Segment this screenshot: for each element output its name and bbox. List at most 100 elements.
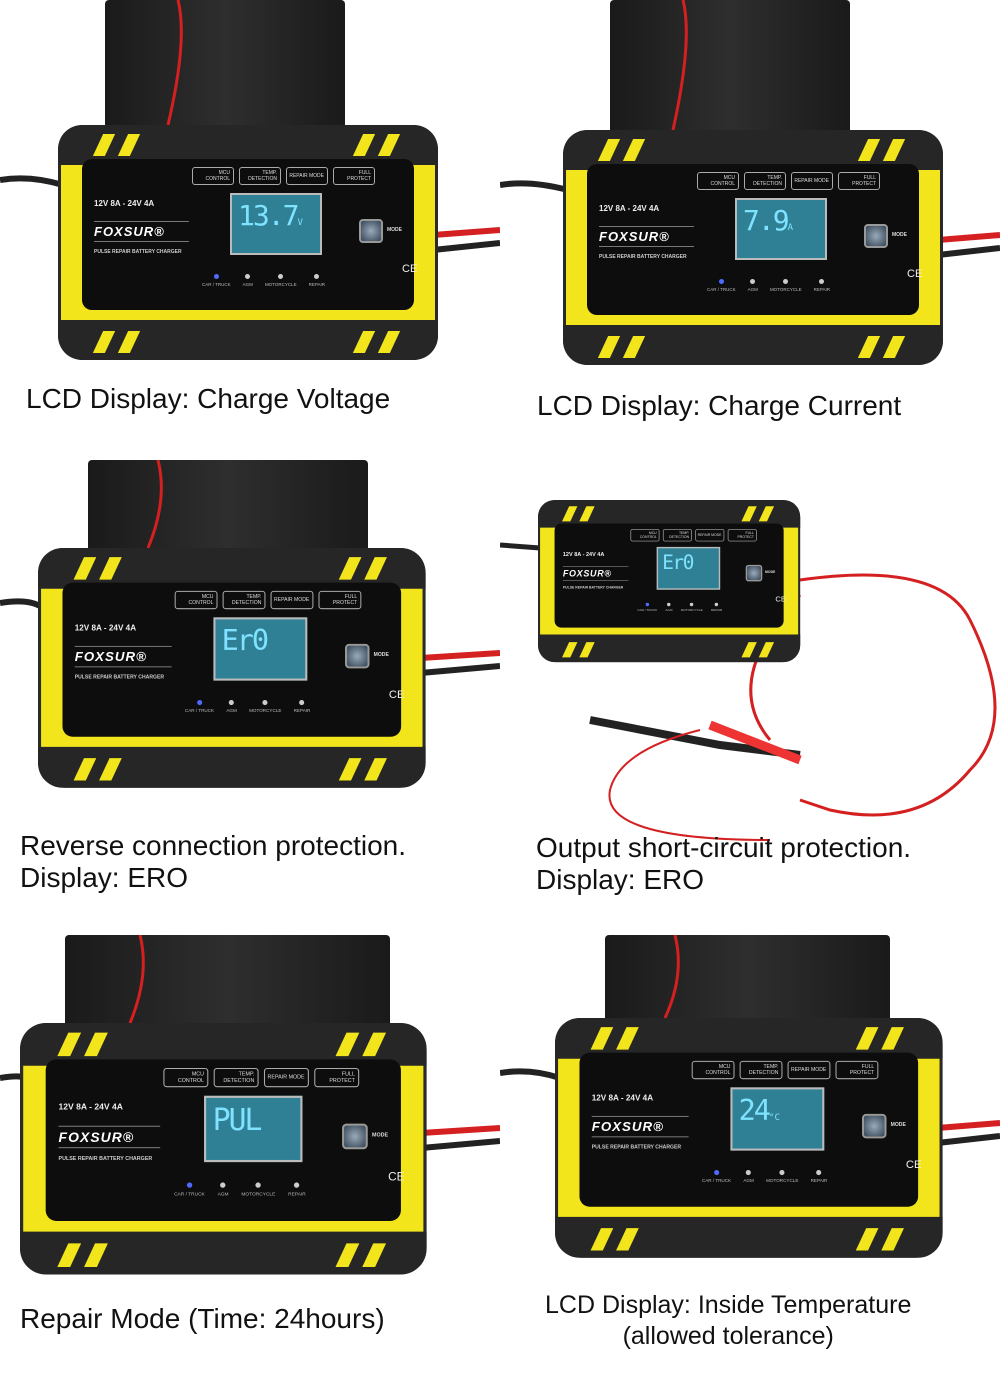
lcd-reading: 24 [738, 1093, 771, 1128]
mode-indicator: AGM [243, 274, 253, 287]
led-icon [667, 602, 671, 607]
mode-indicator-label: MOTORCYCLE [680, 608, 703, 612]
lcd-display: Er0 [656, 546, 721, 590]
caption-line: LCD Display: Charge Voltage [26, 383, 391, 414]
mode-button[interactable] [862, 1113, 887, 1139]
cable-wires [500, 935, 1000, 1146]
lcd-display: 13.7V [230, 193, 322, 255]
mode-button[interactable] [864, 224, 888, 248]
mode-button[interactable] [345, 643, 370, 669]
battery-image [88, 460, 368, 555]
lcd-reading: PUL [212, 1102, 263, 1138]
lcd-unit: A [787, 223, 793, 233]
mode-indicator-label: CAR / TRUCK [707, 287, 736, 292]
mode-label: MODE [892, 232, 907, 238]
feature-badge: MCU CONTROL [174, 590, 218, 610]
caption-line: Output short-circuit protection. [536, 832, 912, 863]
feature-badge: REPAIR MODE [270, 590, 314, 610]
mode-indicator-label: CAR / TRUCK [701, 1178, 732, 1184]
led-icon [213, 274, 219, 279]
mode-indicator: AGM [218, 1182, 229, 1196]
product-subtitle: PULSE REPAIR BATTERY CHARGER [591, 1144, 682, 1151]
led-icon [779, 1169, 785, 1176]
caption-line: LCD Display: Inside Temperature [545, 1291, 912, 1319]
product-subtitle: PULSE REPAIR BATTERY CHARGER [599, 254, 687, 260]
product-subtitle: PULSE REPAIR BATTERY CHARGER [74, 674, 165, 681]
product-subtitle: PULSE REPAIR BATTERY CHARGER [94, 249, 182, 255]
feature-badge: FULL PROTECT [838, 172, 880, 190]
brand-logo: FOXSUR® [599, 226, 694, 247]
led-icon [819, 279, 825, 284]
feature-badge: TEMP. DETECTION [744, 172, 786, 190]
feature-badge: REPAIR MODE [695, 528, 725, 542]
led-icon [196, 699, 203, 706]
mode-indicator-label: MOTORCYCLE [264, 282, 297, 287]
mode-indicator: REPAIR [814, 279, 830, 292]
mode-indicator-label: CAR / TRUCK [202, 282, 231, 287]
feature-badge: REPAIR MODE [791, 172, 833, 190]
mode-indicator: REPAIR [309, 274, 325, 287]
feature-badge: TEMP. DETECTION [739, 1060, 783, 1080]
mode-indicator: MOTORCYCLE [770, 279, 802, 292]
mode-indicator: AGM [748, 279, 758, 292]
caption-line: Reverse connection protection. [20, 830, 406, 861]
mode-button[interactable] [342, 1123, 368, 1150]
caption-line: LCD Display: Charge Current [537, 390, 902, 421]
mode-indicator-label: REPAIR [710, 608, 723, 612]
mode-indicator: MOTORCYCLE [680, 602, 703, 612]
mode-indicator: CAR / TRUCK [202, 274, 231, 287]
mode-indicator-label: AGM [242, 282, 253, 287]
ce-mark: CE [907, 268, 923, 280]
mode-indicator: REPAIR [288, 1182, 306, 1196]
caption: LCD Display: Inside Temperature(allowed … [545, 1290, 911, 1352]
mode-button[interactable] [745, 564, 763, 582]
mode-indicator-label: MOTORCYCLE [241, 1190, 276, 1197]
led-icon [245, 274, 251, 279]
spec-label: 12V 8A - 24V 4A [599, 204, 660, 213]
mode-indicator: REPAIR [710, 602, 723, 612]
battery-image [605, 935, 890, 1030]
brand-logo: FOXSUR® [58, 1125, 161, 1149]
caption: LCD Display: Charge Current [537, 390, 901, 422]
led-icon [750, 279, 756, 284]
brand-logo: FOXSUR® [94, 221, 189, 242]
brand-logo: FOXSUR® [591, 1115, 689, 1138]
lcd-reading: Er0 [662, 551, 694, 574]
led-icon [278, 274, 284, 279]
feature-badge: REPAIR MODE [787, 1060, 831, 1080]
feature-badge: TEMP. DETECTION [239, 167, 281, 185]
mode-indicator-label: REPAIR [288, 1190, 306, 1197]
feature-badge: FULL PROTECT [318, 590, 362, 610]
led-icon [783, 279, 789, 284]
cable-wires [500, 0, 1000, 258]
ce-mark: CE [388, 688, 405, 701]
lcd-reading: Er0 [221, 623, 269, 658]
mode-indicator-label: MOTORCYCLE [249, 708, 282, 714]
caption: LCD Display: Charge Voltage [26, 383, 390, 415]
brand-logo: FOXSUR® [562, 566, 629, 581]
led-icon [645, 602, 649, 607]
feature-badge: FULL PROTECT [333, 167, 375, 185]
feature-badge: TEMP. DETECTION [213, 1067, 259, 1088]
mode-label: MODE [387, 227, 402, 233]
mode-button[interactable] [359, 219, 383, 243]
mode-indicator-label: REPAIR [308, 282, 326, 287]
mode-label: MODE [890, 1122, 906, 1129]
led-icon [689, 602, 694, 607]
mode-indicator: AGM [743, 1169, 754, 1183]
mode-indicator-label: REPAIR [293, 708, 311, 714]
mode-indicator-label: AGM [226, 708, 237, 714]
mode-indicator: CAR / TRUCK [174, 1182, 205, 1196]
